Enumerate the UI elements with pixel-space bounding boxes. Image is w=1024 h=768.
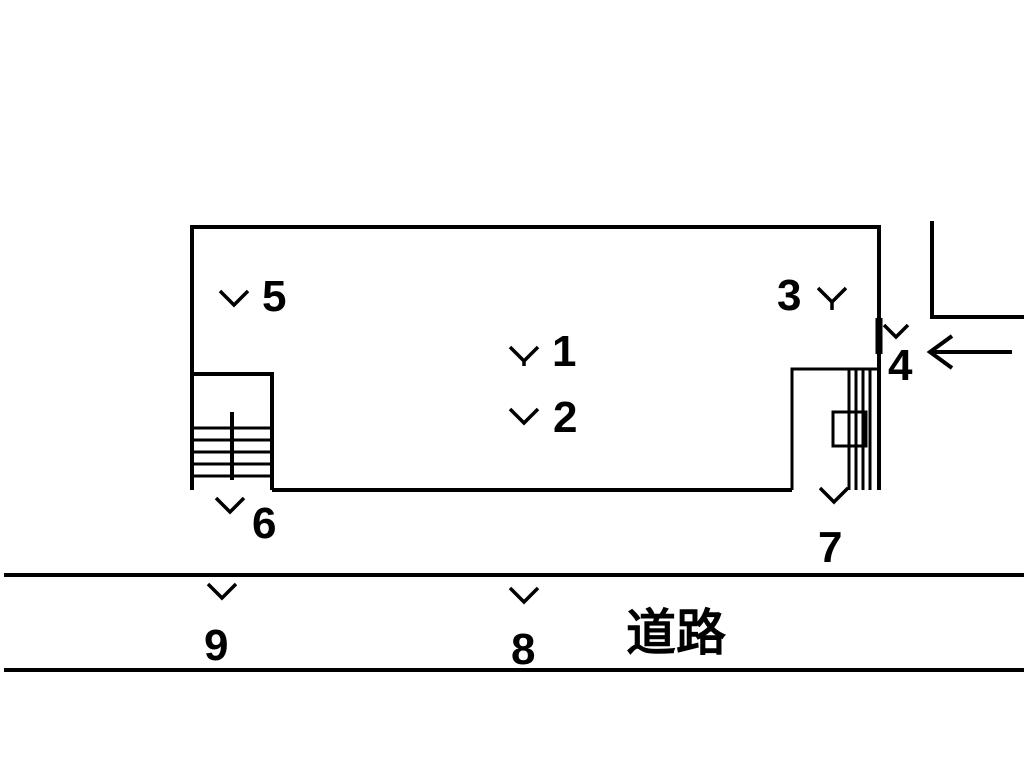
right-staircase (831, 369, 872, 490)
adjacent-structure (930, 221, 1024, 319)
point-8: 8 (508, 586, 540, 674)
point-label: 9 (204, 621, 228, 670)
view-marker-icon (508, 586, 540, 605)
building-outline (190, 225, 881, 490)
point-label: 1 (552, 327, 576, 376)
view-marker-icon (508, 407, 540, 426)
road-label: 道路 (626, 604, 727, 662)
point-label: 3 (777, 271, 801, 320)
view-marker-icon (218, 289, 250, 308)
entry-arrow-icon (926, 334, 1012, 370)
point-label: 5 (262, 272, 286, 321)
point-label: 7 (818, 523, 842, 572)
view-marker-icon (882, 323, 910, 340)
left-staircase (192, 412, 272, 480)
point-4: 4 (882, 323, 913, 390)
view-marker-icon (508, 345, 540, 366)
point-label: 8 (511, 625, 535, 674)
point-label: 2 (553, 393, 577, 442)
view-marker-icon (818, 486, 850, 505)
point-label: 6 (252, 499, 276, 548)
view-marker-icon (816, 286, 848, 310)
view-marker-icon (214, 496, 246, 515)
point-7: 7 (818, 486, 850, 572)
point-label: 4 (888, 341, 913, 390)
point-3: 3 (777, 271, 848, 320)
point-1: 1 (508, 327, 576, 376)
point-9: 9 (204, 582, 238, 670)
point-5: 5 (218, 272, 286, 321)
view-marker-icon (206, 582, 238, 601)
point-2: 2 (508, 393, 577, 442)
point-6: 6 (214, 496, 276, 548)
